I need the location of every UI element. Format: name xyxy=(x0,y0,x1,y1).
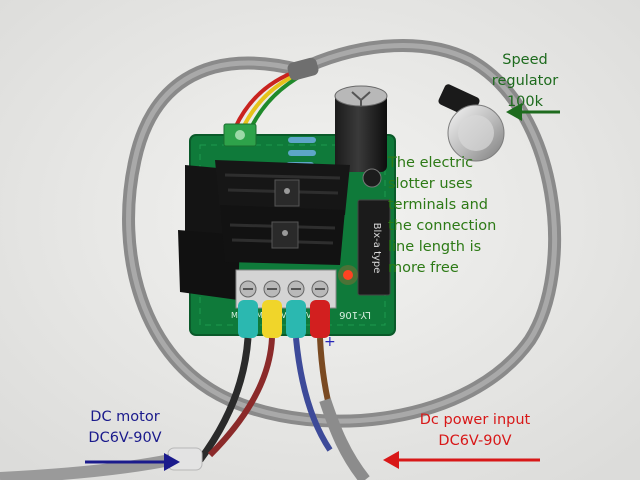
slotter-line-6: more free xyxy=(388,260,459,276)
board-model-label: LY-106 xyxy=(339,309,371,320)
slotter-line-4: the connection xyxy=(388,218,497,234)
power-line-2: DC6V-90V xyxy=(438,433,512,449)
crimp-teal-1 xyxy=(238,300,258,338)
power-input-label: Dc power input DC6V-90V xyxy=(400,410,550,452)
power-cable-blue xyxy=(293,337,333,452)
speed-line-1: Speed xyxy=(502,52,548,68)
mosfet-upper xyxy=(274,179,300,207)
slotter-line-2: slotter uses xyxy=(388,176,473,192)
speed-line-2: regulator xyxy=(491,73,559,89)
slotter-line-1: The electric xyxy=(388,155,474,171)
slotter-note-label: The electric slotter uses terminals and … xyxy=(388,153,504,279)
power-outer-cable xyxy=(319,398,370,480)
relay-label: Blx-a type xyxy=(371,223,382,274)
speed-regulator-label: Speed regulator 100k xyxy=(470,50,580,113)
motor-arrowhead xyxy=(164,453,180,471)
slotter-line-3: terminals and xyxy=(388,197,489,213)
power-led xyxy=(343,270,353,280)
relay xyxy=(357,199,391,296)
motor-line-2: DC6V-90V xyxy=(88,430,162,446)
small-capacitor xyxy=(362,168,382,188)
potentiometer-cable-highlight xyxy=(126,43,558,424)
power-arrowhead xyxy=(383,451,399,469)
motor-cable-dark xyxy=(197,337,252,463)
slotter-line-5: line length is xyxy=(388,239,482,255)
potentiometer-knob xyxy=(438,84,505,162)
capacitor-body xyxy=(335,92,387,172)
heatsink-main xyxy=(178,160,350,300)
cable-sleeve xyxy=(287,57,319,81)
capacitor-vent xyxy=(351,91,371,106)
crimp-teal-2 xyxy=(286,300,306,338)
crimp-yellow xyxy=(262,300,282,338)
motor-cable-red xyxy=(207,337,275,458)
speed-arrowhead xyxy=(506,103,522,121)
terminal-label-3: V- xyxy=(281,311,289,320)
power-line-1: Dc power input xyxy=(419,412,531,428)
dc-motor-label: DC motor DC6V-90V xyxy=(70,407,180,449)
speed-line-3: 100k xyxy=(506,94,544,110)
crimp-red xyxy=(310,300,330,338)
terminal-label-1: M- xyxy=(231,311,241,320)
plus-mark: + xyxy=(324,334,336,350)
terminal-screw xyxy=(235,130,245,140)
motor-line-1: DC motor xyxy=(90,409,160,425)
